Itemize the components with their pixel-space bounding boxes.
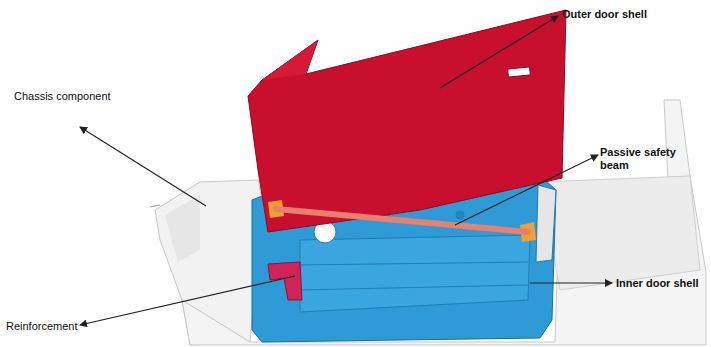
leader-line	[80, 276, 295, 325]
outer-door-shell	[248, 10, 566, 232]
part-label: Reinforcement	[6, 320, 78, 333]
leader-line	[530, 282, 612, 283]
part-label: Passive safety beam	[600, 146, 680, 172]
leader-line	[455, 155, 598, 225]
part-label: Outer door shell	[562, 8, 647, 21]
part-label: Inner door shell	[616, 277, 699, 290]
part-label: Chassis component	[14, 90, 111, 103]
passive-safety-beam	[268, 200, 536, 242]
leader-line	[80, 127, 206, 206]
leader-line	[440, 16, 558, 88]
